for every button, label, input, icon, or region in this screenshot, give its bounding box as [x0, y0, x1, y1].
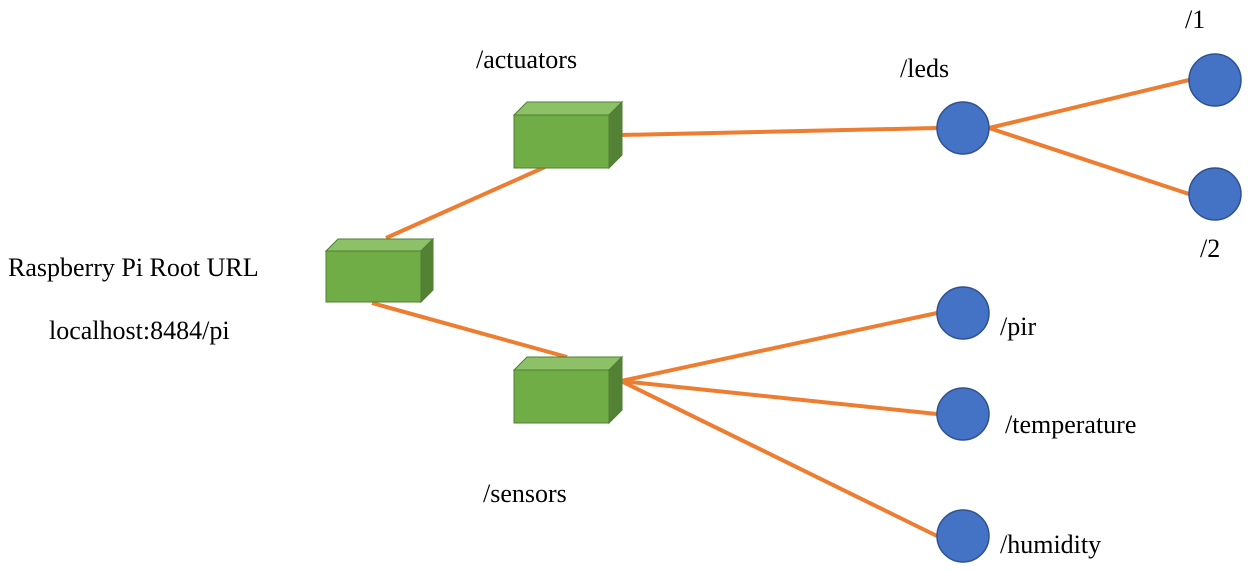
- led-2-node: [1188, 167, 1242, 221]
- pir-label: /pir: [1000, 312, 1037, 341]
- led-2-label: /2: [1200, 234, 1221, 263]
- humidity-label: /humidity: [1000, 530, 1102, 559]
- leds-label: /leds: [900, 54, 950, 83]
- actuators-label: /actuators: [476, 45, 578, 74]
- root-title-label: Raspberry Pi Root URL: [8, 253, 259, 282]
- edge-sensors-humidity: [620, 379, 938, 538]
- sensors-box: [512, 355, 624, 425]
- edge-sensors-pir: [620, 311, 938, 383]
- temperature-node: [936, 387, 990, 441]
- edge-sensors-temperature: [620, 379, 938, 416]
- pir-node: [936, 286, 990, 340]
- edges: [371, 78, 1190, 538]
- edge-root-actuators: [385, 165, 546, 240]
- led-1-node: [1188, 53, 1242, 107]
- actuators-box: [512, 100, 624, 170]
- leds-node: [936, 101, 990, 155]
- humidity-node: [936, 509, 990, 563]
- edge-actuators-leds: [620, 126, 938, 137]
- root-box: [324, 237, 435, 304]
- root-url-label: localhost:8484/pi: [49, 316, 230, 345]
- temperature-label: /temperature: [1005, 410, 1137, 439]
- edge-root-sensors: [371, 301, 568, 359]
- edge-leds-2: [988, 126, 1190, 196]
- led-1-label: /1: [1185, 5, 1206, 34]
- edge-leds-1: [988, 78, 1190, 130]
- sensors-label: /sensors: [483, 479, 567, 508]
